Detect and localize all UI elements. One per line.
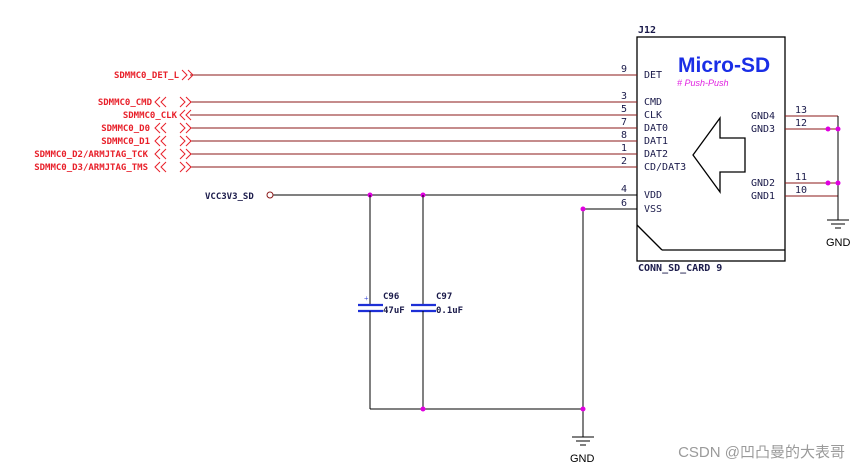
junction-dot [835, 126, 841, 132]
connector-title: Micro-SD [678, 54, 770, 77]
pin-dat2: 1 DAT2 [190, 143, 668, 160]
capacitor-c96: + C96 47uF [358, 195, 405, 409]
pin-name: CMD [644, 97, 662, 108]
net-arrow-bidir-icon [154, 122, 192, 134]
power-port-icon [266, 191, 274, 199]
pin-gnd4: 13 GND4 [751, 105, 838, 122]
net-arrow-bidir-icon [154, 135, 192, 147]
capacitor-value: 47uF [383, 306, 405, 316]
gnd-label: GND [826, 237, 851, 249]
net-label-sdmmc0-det-l: SDMMC0_DET_L [114, 69, 194, 81]
pin-gnd1: 10 GND1 [751, 185, 838, 202]
net-label-sdmmc0-d1: SDMMC0_D1 [101, 135, 192, 147]
junction-dot [825, 126, 831, 132]
junction-dot [420, 406, 426, 412]
pin-dat1: 8 DAT1 [190, 130, 668, 147]
watermark: CSDN @凹凸曼的大表哥 [678, 444, 845, 461]
insert-direction-arrow-icon [692, 116, 746, 194]
pin-number: 5 [621, 104, 627, 115]
net-label-text: SDMMC0_D3/ARMJTAG_TMS [34, 163, 148, 173]
connector-body [636, 36, 786, 262]
pin-cmd: 3 CMD [190, 91, 662, 108]
junction-dot [825, 180, 831, 186]
power-net-label: VCC3V3_SD [205, 192, 254, 202]
net-arrow-bidir-icon [154, 161, 192, 173]
pin-number: 1 [621, 143, 627, 154]
pin-number: 11 [795, 172, 807, 183]
capacitor-c97: C97 0.1uF [411, 195, 463, 409]
pin-number: 3 [621, 91, 627, 102]
pin-name: GND4 [751, 111, 775, 122]
power-net-vcc3v3-sd: VCC3V3_SD [205, 191, 274, 202]
net-label-sdmmc0-clk: SDMMC0_CLK [123, 109, 192, 121]
pin-vdd: 4 VDD [270, 184, 662, 201]
pin-name: DAT0 [644, 123, 668, 134]
capacitor-ref: C97 [436, 292, 452, 302]
pin-number: 2 [621, 156, 627, 167]
pin-name: DET [644, 70, 662, 81]
net-label-text: SDMMC0_CLK [123, 111, 178, 121]
pin-name: GND2 [751, 178, 775, 189]
gnd-symbol-right: GND [826, 219, 851, 249]
connector-notch-line [636, 224, 663, 251]
pin-number: 12 [795, 118, 807, 129]
pin-number: 8 [621, 130, 627, 141]
pin-name: VSS [644, 204, 662, 215]
net-label-sdmmc0-d2: SDMMC0_D2/ARMJTAG_TCK [34, 148, 192, 160]
pin-name: DAT2 [644, 149, 668, 160]
net-label-sdmmc0-d0: SDMMC0_D0 [101, 122, 192, 134]
net-label-text: SDMMC0_D1 [101, 137, 150, 147]
net-arrow-in-icon [181, 69, 194, 81]
pin-clk: 5 CLK [190, 104, 662, 121]
net-label-text: SDMMC0_D0 [101, 124, 150, 134]
net-arrow-bidir-icon [154, 96, 192, 108]
net-arrow-bidir-icon [154, 148, 192, 160]
junction-dot [580, 206, 586, 212]
pin-number: 10 [795, 185, 807, 196]
net-arrow-bidir-icon [179, 109, 192, 121]
pin-number: 9 [621, 64, 627, 75]
pin-name: CD/DAT3 [644, 162, 686, 173]
pin-name: DAT1 [644, 136, 668, 147]
net-label-text: SDMMC0_D2/ARMJTAG_TCK [34, 150, 148, 160]
pin-name: VDD [644, 190, 662, 201]
pin-number: 13 [795, 105, 807, 116]
net-label-text: SDMMC0_DET_L [114, 71, 180, 81]
net-label-text: SDMMC0_CMD [98, 98, 153, 108]
capacitor-ref: C96 [383, 292, 399, 302]
pin-dat0: 7 DAT0 [190, 117, 668, 134]
connector-ref: J12 [638, 25, 656, 36]
connector-part-name: CONN_SD_CARD 9 [638, 263, 722, 274]
pin-name: GND1 [751, 191, 775, 202]
gnd-label: GND [570, 453, 595, 465]
polarity-plus-icon: + [364, 294, 369, 303]
net-label-sdmmc0-d3: SDMMC0_D3/ARMJTAG_TMS [34, 161, 192, 173]
connector-subtitle: # Push-Push [677, 78, 729, 88]
pin-vss: 6 VSS [583, 198, 662, 215]
pin-number: 6 [621, 198, 627, 209]
pin-name: GND3 [751, 124, 775, 135]
junction-dot [835, 180, 841, 186]
gnd-symbol-bottom: GND [570, 436, 595, 465]
pin-number: 4 [621, 184, 627, 195]
capacitor-value: 0.1uF [436, 306, 463, 316]
pin-name: CLK [644, 110, 662, 121]
pin-det: 9 DET [190, 64, 662, 81]
junction-dot [580, 406, 586, 412]
net-label-sdmmc0-cmd: SDMMC0_CMD [98, 96, 192, 108]
pin-number: 7 [621, 117, 627, 128]
pin-cd-dat3: 2 CD/DAT3 [190, 156, 686, 173]
